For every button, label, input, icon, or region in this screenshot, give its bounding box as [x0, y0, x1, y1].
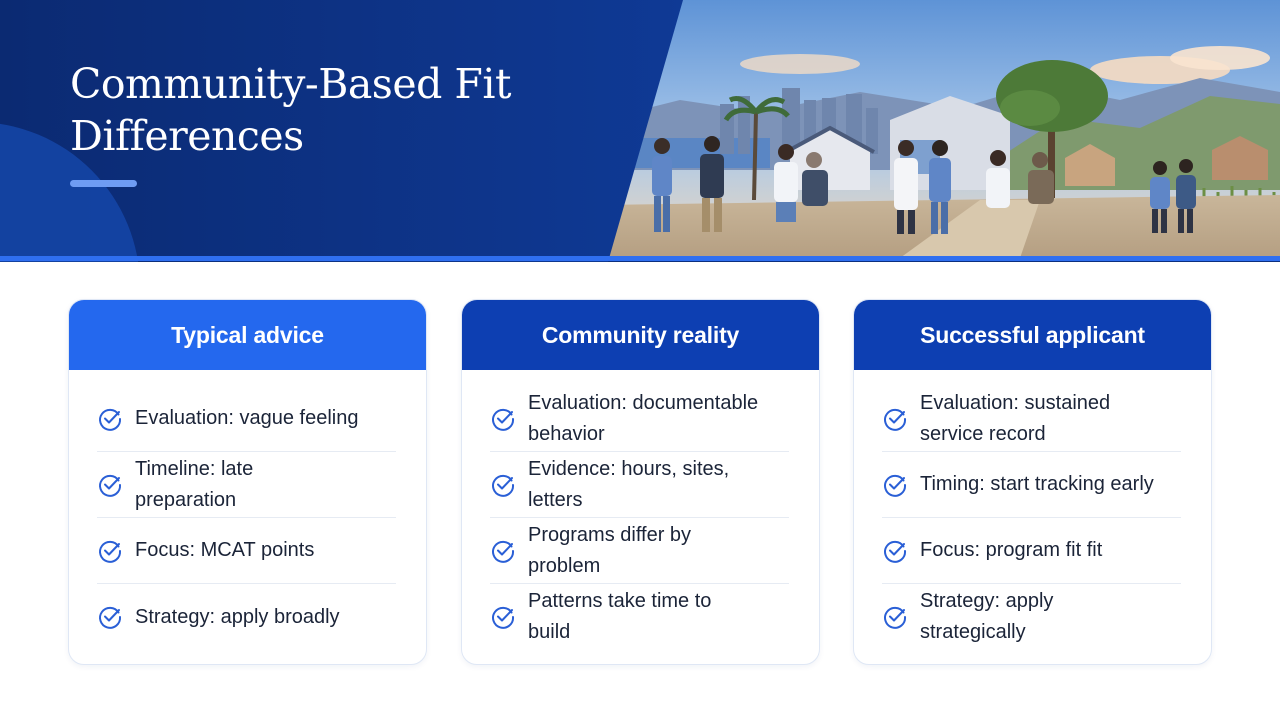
list-item-text: Programs differ by problem	[528, 523, 692, 577]
list-item-text: Evidence: hours, sites, letters	[528, 457, 730, 511]
check-circle-icon	[882, 538, 908, 564]
title-panel	[0, 0, 683, 262]
header-banner: Community-Based Fit Differences	[0, 0, 1280, 262]
card-header: Community reality	[462, 300, 819, 370]
check-circle-icon	[490, 604, 516, 630]
list-item-text: Focus: program fit fit	[920, 539, 1103, 561]
check-circle-icon	[97, 406, 123, 432]
check-circle-icon	[97, 538, 123, 564]
page-title-line-2: Differences	[70, 112, 304, 160]
list-item: Programs differ by problem	[490, 518, 789, 584]
page-title: Community-Based Fit Differences	[70, 58, 590, 162]
list-item: Evaluation: vague feeling	[97, 386, 396, 452]
list-item: Evidence: hours, sites, letters	[490, 452, 789, 518]
list-item-text: Evaluation: vague feeling	[135, 407, 359, 429]
list-item: Strategy: apply broadly	[97, 584, 396, 650]
check-circle-icon	[97, 604, 123, 630]
header-divider	[0, 256, 1280, 261]
list-item-text: Patterns take time to build	[528, 590, 712, 643]
check-circle-icon	[490, 472, 516, 498]
list-item-text: Timing: start tracking early	[920, 473, 1154, 495]
list-item: Focus: program fit fit	[882, 518, 1181, 584]
card-list: Evaluation: documentable behavior Eviden…	[462, 370, 819, 650]
check-circle-icon	[97, 472, 123, 498]
card-header: Typical advice	[69, 300, 426, 370]
list-item: Focus: MCAT points	[97, 518, 396, 584]
title-underline	[70, 180, 137, 187]
list-item: Strategy: apply strategically	[882, 584, 1181, 650]
check-circle-icon	[882, 604, 908, 630]
list-item: Evaluation: documentable behavior	[490, 386, 789, 452]
check-circle-icon	[490, 538, 516, 564]
card-list: Evaluation: sustained service record Tim…	[854, 370, 1211, 650]
list-item-text: Focus: MCAT points	[135, 539, 315, 561]
card-header: Successful applicant	[854, 300, 1211, 370]
card-typical-advice: Typical advice Evaluation: vague feeling…	[68, 299, 427, 665]
list-item: Timing: start tracking early	[882, 452, 1181, 518]
list-item-text: Evaluation: documentable behavior	[528, 391, 759, 445]
list-item: Patterns take time to build	[490, 584, 789, 650]
list-item: Timeline: late preparation	[97, 452, 396, 518]
check-circle-icon	[882, 472, 908, 498]
list-item-text: Timeline: late preparation	[135, 457, 254, 511]
list-item: Evaluation: sustained service record	[882, 386, 1181, 452]
list-item-text: Evaluation: sustained service record	[920, 391, 1111, 445]
check-circle-icon	[490, 406, 516, 432]
card-community-reality: Community reality Evaluation: documentab…	[461, 299, 820, 665]
check-circle-icon	[882, 406, 908, 432]
list-item-text: Strategy: apply strategically	[920, 590, 1054, 643]
card-list: Evaluation: vague feeling Timeline: late…	[69, 370, 426, 650]
community-illustration	[600, 0, 1280, 258]
card-successful-applicant: Successful applicant Evaluation: sustain…	[853, 299, 1212, 665]
list-item-text: Strategy: apply broadly	[135, 605, 340, 628]
page-title-line-1: Community-Based Fit	[70, 60, 511, 108]
